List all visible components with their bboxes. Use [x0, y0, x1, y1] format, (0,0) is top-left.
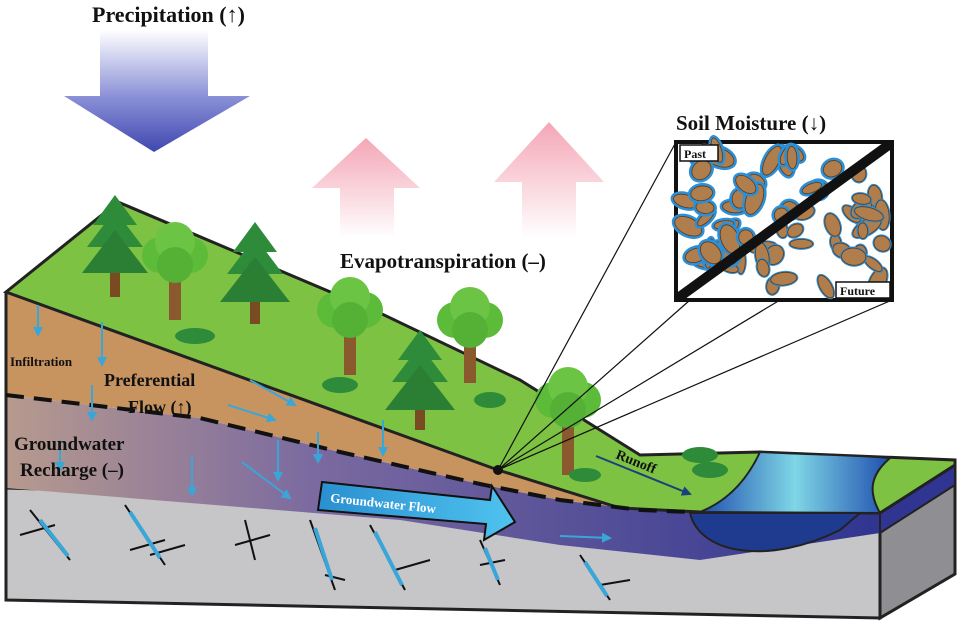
infiltration-arrows	[33, 305, 612, 543]
runoff-arrow	[595, 455, 692, 496]
preferential-flow-label-line2: Flow (↑)	[128, 397, 191, 418]
sample-point	[493, 465, 503, 475]
tree-icon	[142, 222, 208, 320]
groundwater-zone	[6, 395, 880, 560]
fracture-water	[38, 510, 609, 598]
soil-grain	[823, 160, 843, 178]
water-table-line	[5, 393, 691, 514]
soil-grain	[786, 145, 798, 170]
soil-grain	[787, 223, 804, 238]
shrub-icon	[175, 328, 728, 482]
soil-grain	[674, 216, 703, 237]
infiltration-label: Infiltration	[10, 354, 73, 369]
tree-icon	[317, 277, 383, 375]
precipitation-arrow	[64, 30, 250, 152]
groundwater-recharge-label-line2: Recharge (–)	[20, 460, 124, 481]
soil-grain	[852, 193, 872, 205]
soil-grain	[770, 271, 798, 286]
preferential-flow-label-line1: Preferential	[104, 370, 195, 390]
future-label: Future	[840, 284, 876, 298]
pine-tree-icon	[220, 222, 290, 324]
soil-grain	[817, 274, 835, 299]
soil-grain	[841, 247, 867, 266]
evapotranspiration-label: Evapotranspiration (–)	[340, 249, 546, 273]
soil-grain	[873, 235, 891, 252]
soil-grain	[756, 259, 770, 277]
past-label: Past	[684, 147, 706, 161]
soil-grain	[854, 206, 884, 222]
soil-grain	[789, 238, 814, 249]
soil-grain	[824, 213, 841, 237]
soil-grain	[801, 182, 822, 194]
soil-grain	[699, 241, 722, 265]
river-bed	[688, 512, 863, 553]
groundwater-recharge-label-line1: Groundwater	[14, 434, 125, 455]
evapotranspiration-arrow	[312, 138, 420, 238]
soil-grain	[735, 174, 757, 194]
groundwater-flow-arrow: Groundwater Flow	[316, 480, 517, 542]
river-icon	[699, 450, 893, 515]
soil-moisture-inset: Past Future	[670, 135, 894, 303]
inset-pointer-lines	[497, 141, 893, 471]
soil-moisture-label: Soil Moisture (↓)	[676, 111, 826, 135]
precipitation-label: Precipitation (↑)	[92, 2, 245, 27]
soil-grain	[690, 185, 713, 202]
soil-grain	[857, 222, 869, 239]
soil-grain	[691, 160, 712, 181]
pine-tree-icon	[385, 330, 455, 430]
evapotranspiration-arrow	[494, 122, 604, 238]
tree-icon	[437, 287, 503, 383]
pine-tree-icon	[82, 195, 148, 297]
soil-zone	[6, 292, 700, 512]
